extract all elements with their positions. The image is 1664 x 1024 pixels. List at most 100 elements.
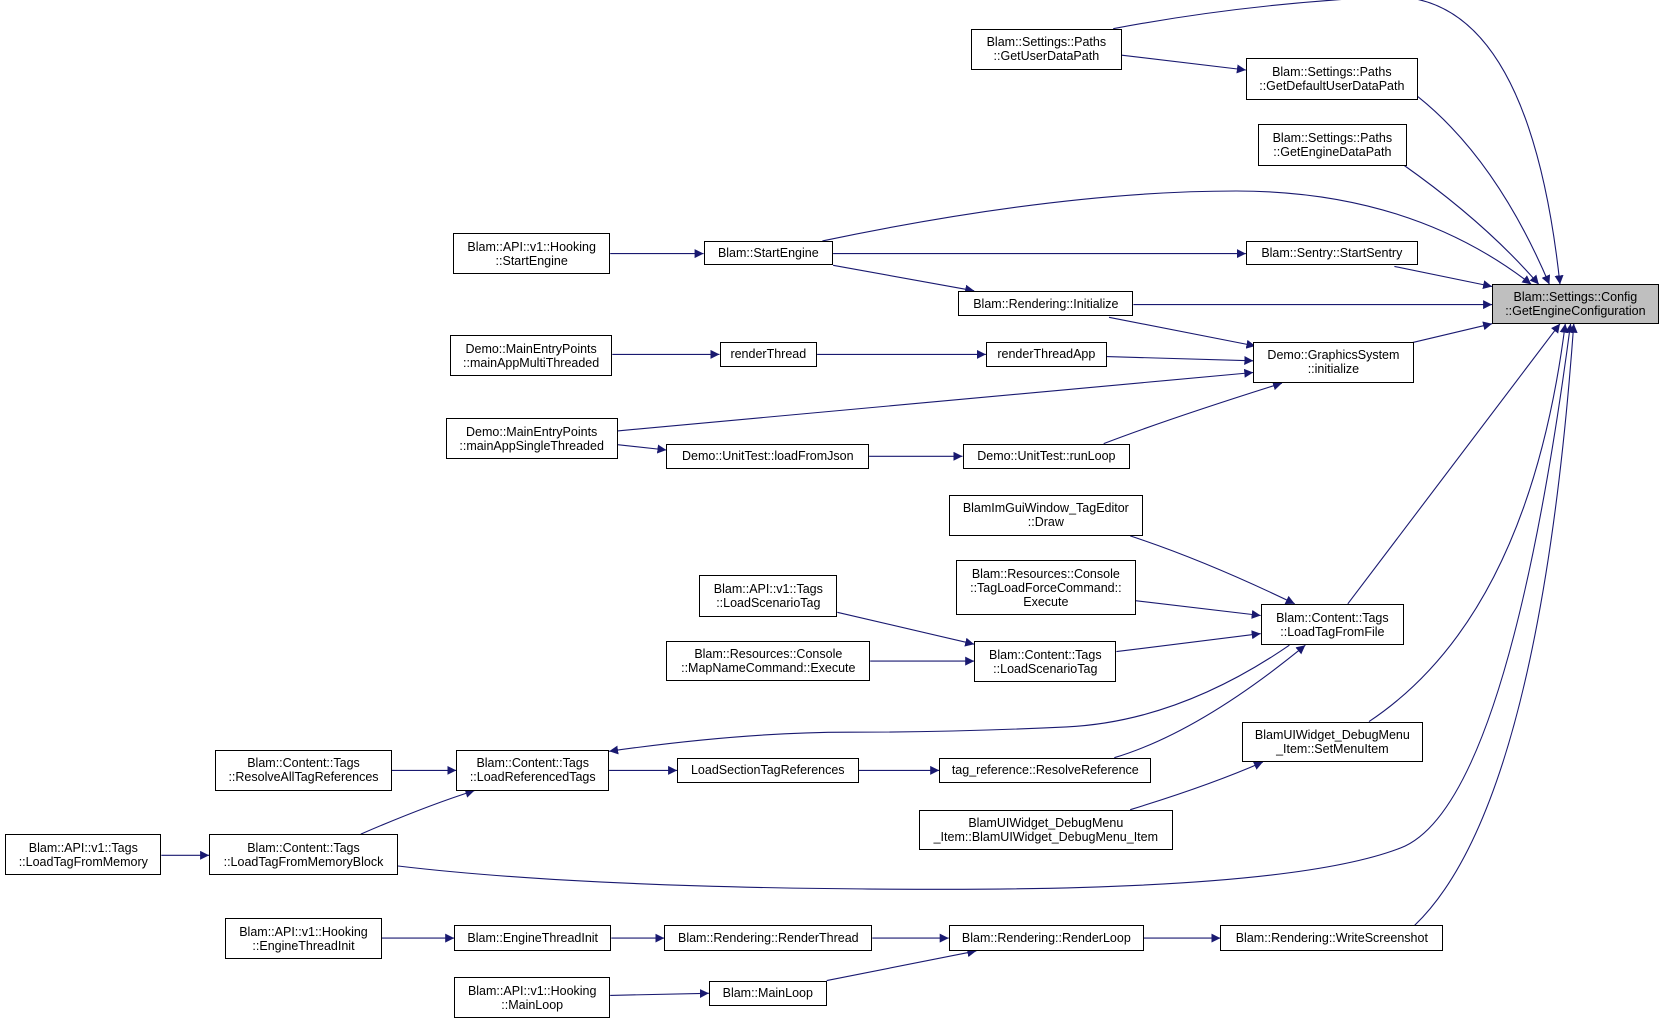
node-label-line: Blam::Content::Tags xyxy=(247,756,360,771)
node-mainloop[interactable]: Blam::MainLoop xyxy=(708,980,827,1007)
node-label-line: Blam::Settings::Config xyxy=(1513,290,1638,305)
node-label-line: Blam::Rendering::RenderThread xyxy=(677,931,859,946)
edge-mainloop-to-renderloop xyxy=(826,948,977,982)
edge-renderthreadapp-to-graphicssystem-init xyxy=(1106,356,1254,366)
node-label-line: ::TagLoadForceCommand:: xyxy=(970,580,1122,595)
node-label-line: Blam::Content::Tags xyxy=(476,756,589,771)
node-label-line: Blam::Settings::Paths xyxy=(1272,65,1392,80)
node-renderthreadapp[interactable]: renderThreadApp xyxy=(985,341,1107,368)
edge-api-mainloop-to-mainloop xyxy=(610,988,709,998)
node-label-line: ::ResolveAllTagReferences xyxy=(228,770,379,785)
edge-tageditor-draw-to-loadtagfromfile xyxy=(1130,535,1295,605)
edge-loadtagfrommemoryblock-to-loadreferencedtags xyxy=(360,789,475,835)
node-loadtagfromfile[interactable]: Blam::Content::Tags::LoadTagFromFile xyxy=(1260,603,1404,646)
node-resolvealltagrefs[interactable]: Blam::Content::Tags::ResolveAllTagRefere… xyxy=(215,750,392,791)
node-mapnamecommand[interactable]: Blam::Resources::Console::MapNameCommand… xyxy=(666,640,871,682)
edge-loadtagfrommemoryblock-to-root xyxy=(397,323,1574,890)
node-label-line: Blam::Content::Tags xyxy=(989,647,1102,662)
node-startengine[interactable]: Blam::StartEngine xyxy=(703,240,834,266)
node-label-line: ::GetEngineDataPath xyxy=(1273,144,1392,159)
edge-graphicssystem-init-to-root xyxy=(1411,321,1493,344)
node-loadsectiontagrefs[interactable]: LoadSectionTagReferences xyxy=(677,757,859,784)
node-getuserdatapath[interactable]: Blam::Settings::Paths::GetUserDataPath xyxy=(971,28,1122,71)
node-getdefaultuserdatapath[interactable]: Blam::Settings::Paths::GetDefaultUserDat… xyxy=(1245,58,1418,100)
node-label-line: Blam::Settings::Paths xyxy=(986,35,1107,50)
node-loadtagfrommemoryblock[interactable]: Blam::Content::Tags::LoadTagFromMemoryBl… xyxy=(209,834,398,876)
node-content-loadscenariotag[interactable]: Blam::Content::Tags::LoadScenarioTag xyxy=(974,640,1117,683)
node-getenginedatapath[interactable]: Blam::Settings::Paths::GetEngineDataPath xyxy=(1257,124,1408,166)
node-enginethreadinit[interactable]: Blam::EngineThreadInit xyxy=(454,925,612,951)
node-loadfromjson[interactable]: Demo::UnitTest::loadFromJson xyxy=(666,443,870,470)
node-api-loadscenariotag[interactable]: Blam::API::v1::Tags::LoadScenarioTag xyxy=(699,575,838,617)
node-api-mainloop[interactable]: Blam::API::v1::Hooking::MainLoop xyxy=(454,977,611,1018)
node-rendering-initialize[interactable]: Blam::Rendering::Initialize xyxy=(958,290,1134,317)
node-label-line: ::GetDefaultUserDataPath xyxy=(1259,79,1405,94)
node-startsentry[interactable]: Blam::Sentry::StartSentry xyxy=(1245,240,1418,266)
edge-loadtagfromfile-to-root xyxy=(1347,323,1561,605)
node-graphicssystem-init[interactable]: Demo::GraphicsSystem::initialize xyxy=(1253,341,1414,384)
node-tagloadforce[interactable]: Blam::Resources::Console::TagLoadForceCo… xyxy=(956,560,1136,616)
node-api-enginethreadinit[interactable]: Blam::API::v1::Hooking::EngineThreadInit xyxy=(224,917,383,960)
node-label-line: Blam::Resources::Console xyxy=(971,566,1120,581)
node-label-line: ::LoadReferencedTags xyxy=(469,770,596,785)
node-label-line: _Item::BlamUIWidget_DebugMenu_Item xyxy=(933,829,1159,844)
node-label-line: ::LoadTagFromMemoryBlock xyxy=(223,854,384,869)
node-rendering-renderthread[interactable]: Blam::Rendering::RenderThread xyxy=(664,925,873,951)
node-label-line: renderThread xyxy=(730,347,807,362)
node-api-loadtagfrommemory[interactable]: Blam::API::v1::Tags::LoadTagFromMemory xyxy=(5,834,162,876)
node-label-line: Blam::Resources::Console xyxy=(694,647,843,662)
node-renderloop[interactable]: Blam::Rendering::RenderLoop xyxy=(948,925,1144,951)
node-label-line: Blam::API::v1::Tags xyxy=(28,840,138,855)
node-label-line: ::mainAppSingleThreaded xyxy=(459,438,604,453)
node-label-line: Blam::API::v1::Hooking xyxy=(467,983,597,998)
edge-resolvereference-to-loadtagfromfile xyxy=(1114,644,1306,759)
node-label-line: ::LoadScenarioTag xyxy=(716,595,821,610)
node-api-startengine[interactable]: Blam::API::v1::Hooking::StartEngine xyxy=(453,233,611,274)
node-label-line: ::GetEngineConfiguration xyxy=(1505,304,1646,319)
node-label-line: Blam::Content::Tags xyxy=(1276,610,1389,625)
edge-api-loadscenariotag-to-content-loadscenariotag xyxy=(837,611,975,647)
node-mainappsingle[interactable]: Demo::MainEntryPoints::mainAppSingleThre… xyxy=(445,418,618,460)
node-loadreferencedtags[interactable]: Blam::Content::Tags::LoadReferencedTags xyxy=(456,750,610,791)
node-label-line: Blam::Rendering::RenderLoop xyxy=(961,931,1131,946)
edge-startsentry-to-root xyxy=(1394,265,1493,290)
node-label-line: ::mainAppMultiThreaded xyxy=(463,355,600,370)
node-renderthread[interactable]: renderThread xyxy=(719,341,818,368)
node-label-line: ::MainLoop xyxy=(501,997,564,1012)
node-runloop[interactable]: Demo::UnitTest::runLoop xyxy=(962,443,1131,470)
edge-startengine-to-rendering-initialize xyxy=(833,264,975,294)
node-label-line: Demo::MainEntryPoints xyxy=(466,424,598,439)
node-label-line: ::Draw xyxy=(1027,515,1064,530)
node-resolvereference[interactable]: tag_reference::ResolveReference xyxy=(939,757,1152,784)
edge-loadtagfromfile-to-loadreferencedtags xyxy=(609,644,1290,755)
node-label-line: ::GetUserDataPath xyxy=(993,49,1100,64)
edge-getenginedatapath-to-root xyxy=(1402,164,1540,285)
node-label-line: Blam::MainLoop xyxy=(722,986,813,1001)
node-label-line: ::StartEngine xyxy=(495,253,568,268)
node-debugmenu-ctor[interactable]: BlamUIWidget_DebugMenu_Item::BlamUIWidge… xyxy=(919,809,1173,851)
edge-writescreenshot-to-root xyxy=(1414,323,1578,926)
node-tageditor-draw[interactable]: BlamImGuiWindow_TagEditor::Draw xyxy=(948,494,1143,536)
edge-mainappsingle-to-loadfromjson xyxy=(617,444,667,454)
node-setmenuitem[interactable]: BlamUIWidget_DebugMenu_Item::SetMenuItem xyxy=(1241,721,1424,762)
edge-startengine-to-root xyxy=(822,190,1532,285)
edge-getdefaultuserdatapath-to-root xyxy=(1417,96,1551,285)
node-label-line: Blam::Content::Tags xyxy=(247,840,360,855)
node-label-line: Blam::API::v1::Tags xyxy=(713,581,823,596)
node-label-line: Blam::Rendering::WriteScreenshot xyxy=(1235,931,1428,946)
node-root[interactable]: Blam::Settings::Config::GetEngineConfigu… xyxy=(1492,284,1659,324)
edge-getuserdatapath-to-getdefaultuserdatapath xyxy=(1121,54,1246,74)
node-writescreenshot[interactable]: Blam::Rendering::WriteScreenshot xyxy=(1220,925,1444,951)
node-label-line: _Item::SetMenuItem xyxy=(1276,741,1389,756)
edge-runloop-to-graphicssystem-init xyxy=(1103,381,1283,445)
node-label-line: ::MapNameCommand::Execute xyxy=(681,661,856,676)
node-label-line: ::initialize xyxy=(1307,362,1360,377)
node-mainappmulti[interactable]: Demo::MainEntryPoints::mainAppMultiThrea… xyxy=(449,335,613,376)
node-label-line: BlamUIWidget_DebugMenu xyxy=(1254,727,1410,742)
node-label-line: Blam::API::v1::Hooking xyxy=(239,924,368,939)
node-label-line: ::LoadTagFromFile xyxy=(1280,624,1385,639)
edge-rendering-initialize-to-graphicssystem-init xyxy=(1108,316,1256,349)
node-label-line: Blam::EngineThreadInit xyxy=(467,931,599,946)
node-label-line: Blam::Rendering::Initialize xyxy=(973,296,1119,311)
